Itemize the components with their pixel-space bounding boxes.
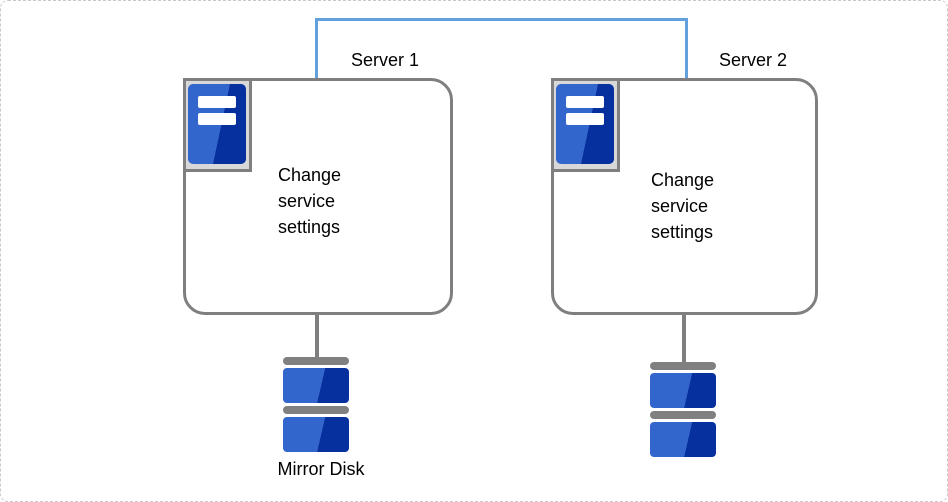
server-2-action-text: Change service settings <box>651 170 715 242</box>
server-1-action-text: Change service settings <box>278 165 342 237</box>
disk-connector-line <box>682 314 686 363</box>
server-icon-chassis <box>556 84 614 164</box>
server-icon-slot <box>566 113 604 125</box>
disk-bar <box>283 406 349 414</box>
server-icon-slot <box>566 96 604 108</box>
disk-platter <box>650 422 716 457</box>
disk-platter <box>283 368 349 403</box>
mirror-disk-icon <box>283 357 349 452</box>
server-icon-slot <box>198 96 236 108</box>
disk-bar <box>650 362 716 370</box>
disk-connector-line <box>315 314 319 358</box>
disk-platter <box>283 417 349 452</box>
server-icon <box>551 78 620 172</box>
mirror-disk-icon <box>650 362 716 457</box>
server-1-label: Server 1 <box>350 50 420 70</box>
mirror-disk-label: Mirror Disk <box>277 459 365 479</box>
disk-bar <box>650 411 716 419</box>
interconnect-line <box>315 18 688 80</box>
server-icon-slot <box>198 113 236 125</box>
server-2-label: Server 2 <box>718 50 788 70</box>
disk-platter <box>650 373 716 408</box>
disk-bar <box>283 357 349 365</box>
server-icon-chassis <box>188 84 246 164</box>
server-icon <box>183 78 252 172</box>
